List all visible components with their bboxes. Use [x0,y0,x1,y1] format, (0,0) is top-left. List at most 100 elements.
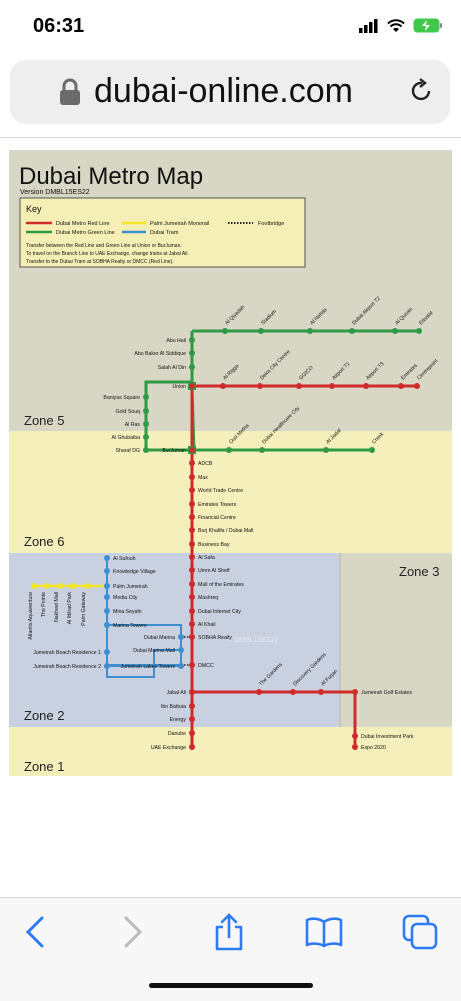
key-green-label: Dubai Metro Green Line [56,230,115,236]
back-button[interactable] [15,912,55,952]
map-title: Dubai Metro Map [19,163,203,190]
wifi-icon [387,18,405,32]
station-label-palm-gateway: Palm Gateway [81,592,87,626]
station-dot-wtc [189,487,195,493]
map-watermark: © DMBL15ES22 [227,636,279,644]
key-monorail-label: Palm Jumeirah Monorail [150,221,209,227]
station-dot-golf [352,689,358,695]
station-dot-business-bay [189,541,195,547]
station-label-jlt: Jumeirah Lakes Towers [121,664,176,670]
station-dot-al-sufouh [104,555,110,561]
station-dot-towers [189,501,195,507]
station-label-centrepoint: Centrepoint [416,358,440,382]
station-dot-moe [189,581,195,587]
status-bar: 06:31 [0,0,461,58]
station-label-financial: Financial Centre [198,515,236,521]
station-label-atlantis: Atlantis Aquaventure [28,592,34,640]
metro-map: Dubai Metro Map Version DMBL15ES22 Key D… [9,150,452,776]
station-label-adcb: ADCB [198,461,213,467]
station-label-al-sufouh: Al Sufouh [113,556,136,562]
station-label-al-ghubaiba: Al Ghubaiba [111,435,140,441]
station-label-energy: Energy [170,717,187,723]
station-label-airport-t1: Airport T1 [331,361,351,381]
station-label-knowledge: Knowledge Village [113,569,156,575]
station-label-media: Media City [113,595,138,601]
station-label-business-bay: Business Bay [198,542,230,548]
station-label-gold-souq: Gold Souq [115,409,140,415]
book-icon [305,917,343,948]
station-dot-centrepoint [414,383,420,389]
bookmarks-button[interactable] [304,912,344,952]
station-dot-max [189,474,195,480]
station-dot-knowledge [104,568,110,574]
station-label-golf: Jumeirah Golf Estates [361,690,412,696]
reload-icon[interactable] [410,76,434,104]
share-icon [215,913,243,951]
station-label-nakheel: Nakheel Mall [54,592,60,622]
station-dot-al-jadaf [323,447,329,453]
station-dot-al-rigga [220,383,226,389]
map-version: Version DMBL15ES22 [20,189,90,196]
signal-icon [359,18,378,33]
station-dot-jabal-ali [189,689,195,695]
station-label-al-qusais: Al Qusais [394,306,414,326]
station-dot-union [189,383,195,389]
home-indicator [149,983,313,988]
station-dot-jbr2 [104,663,110,669]
station-dot-al-qusais [392,328,398,334]
key-note-2: To travel on the Branch Line to UAE Exch… [26,251,189,257]
tabs-button[interactable] [400,912,440,952]
key-red-label: Dubai Metro Red Line [56,221,110,227]
forward-button[interactable] [113,912,153,952]
station-dot-mashreq [189,594,195,600]
station-label-umm: Umm Al Sheif [198,568,230,574]
station-label-baniyas: Baniyas Square [103,395,140,401]
key-note-3: Transfer to the Dubai Tram at SOBHA Real… [26,259,174,265]
station-dot-salah [189,364,195,370]
tabs-icon [402,914,438,950]
station-dot-stadium [258,328,264,334]
station-label-the-pointe: The Pointe [41,592,47,617]
station-dot-adcb [189,460,195,466]
station-label-stadium: Stadium [260,309,278,327]
key-tram-label: Dubai Tram [150,230,179,236]
zone2-label: Zone 2 [24,708,64,723]
key-note-1: Transfer between the Red Line and Green … [26,243,182,249]
station-dot-al-nahda [307,328,313,334]
zone2-band [9,553,340,727]
station-dot-baniyas [143,394,149,400]
station-dot-airport-t2 [349,328,355,334]
station-dot-abu-hail [189,337,195,343]
station-dot-oud-metha [226,447,232,453]
share-button[interactable] [209,912,249,952]
station-label-airport-t2: Dubai Airport T2 [351,296,382,327]
station-label-al-nahda: Al Nahda [309,307,328,326]
station-label-burjuman: BurJuman [162,448,186,454]
address-bar[interactable]: dubai-online.com [10,60,450,124]
station-label-jabal-ali: Jabal Ali [167,690,186,696]
station-dot-dmcc [189,662,195,668]
station-label-danube: Danube [168,731,186,737]
station-dot-healthcare [259,447,265,453]
station-dot-gold-souq [143,408,149,414]
station-label-sharaf: Sharaf DG [115,448,140,454]
divider [0,137,461,138]
station-dot-abu-baker [189,350,195,356]
station-dot-deira [257,383,263,389]
chevron-right-icon [124,916,143,948]
station-dot-jlt [178,663,184,669]
station-dot-al-khail [189,621,195,627]
key-footbridge-label: Footbridge [258,221,284,227]
station-dot-gardens [256,689,262,695]
station-label-towers: Emirates Towers [198,502,237,508]
station-label-palm-j: Palm Jumeirah [113,584,148,590]
station-label-etisalat: Etisalat [418,310,435,327]
zone3-label: Zone 3 [399,564,439,579]
station-dot-discovery [290,689,296,695]
station-dot-palm-j [104,583,110,589]
station-label-deira: Deira City Centre [259,349,291,381]
station-dot-al-ras [143,421,149,427]
station-dot-creek [369,447,375,453]
station-label-internet: Dubai Internet City [198,609,241,615]
station-label-marina-towers: Marina Towers [113,623,147,629]
